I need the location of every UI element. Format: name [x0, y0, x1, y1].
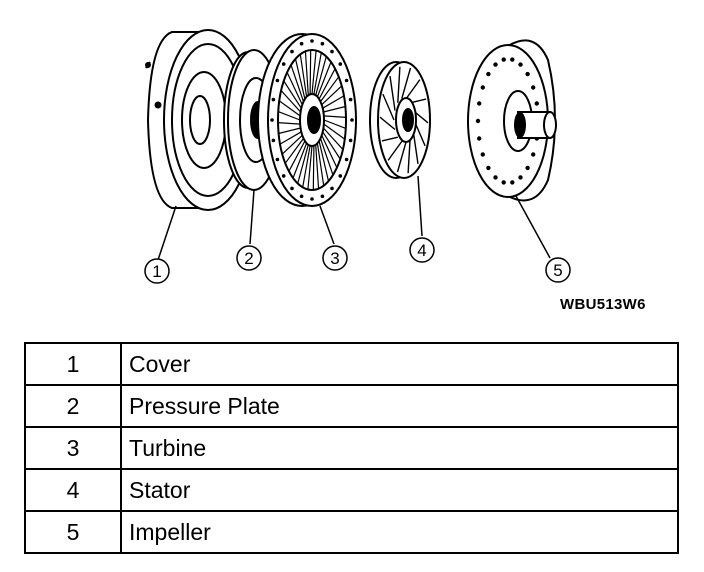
rivet-dot	[518, 62, 522, 66]
rivet-dot	[477, 136, 481, 140]
rivet-dot	[481, 85, 485, 89]
rivet-dot	[339, 62, 343, 66]
svg-text:1: 1	[152, 262, 161, 281]
figure-code: WBU513W6	[560, 296, 646, 313]
rivet-dot	[321, 42, 325, 46]
rivet-dot	[330, 187, 334, 191]
torque-converter-exploded-view: 1 2 3 4 5	[0, 0, 704, 330]
svg-text:2: 2	[244, 249, 253, 268]
part-number: 1	[25, 343, 121, 385]
rivet-dot	[276, 79, 280, 83]
rivet-dot	[518, 175, 522, 179]
rivet-dot	[272, 98, 276, 102]
rivet-dot	[477, 101, 481, 105]
svg-text:5: 5	[553, 261, 562, 280]
rivet-dot	[330, 50, 334, 54]
rivet-dot	[502, 180, 506, 184]
svg-text:4: 4	[417, 241, 426, 260]
part-name: Pressure Plate	[121, 385, 678, 427]
rivet-dot	[531, 152, 535, 156]
rivet-dot	[272, 139, 276, 143]
svg-text:3: 3	[330, 249, 339, 268]
callout-2: 2	[237, 246, 261, 270]
vane-line	[313, 146, 314, 190]
rivet-dot	[510, 57, 514, 61]
rivet-dot	[310, 197, 314, 201]
rivet-dot	[481, 152, 485, 156]
part-name: Stator	[121, 469, 678, 511]
rivet-dot	[290, 187, 294, 191]
table-row: 1 Cover	[25, 343, 678, 385]
rivet-dot	[339, 174, 343, 178]
turbine-part	[258, 34, 356, 206]
rivet-dot	[476, 119, 480, 123]
rivet-dot	[321, 195, 325, 199]
rivet-dot	[350, 118, 354, 122]
rivet-dot	[349, 139, 353, 143]
rivet-dot	[276, 158, 280, 162]
table-row: 5 Impeller	[25, 511, 678, 553]
rivet-dot	[290, 50, 294, 54]
stator-part	[370, 62, 430, 178]
rivet-dot	[493, 62, 497, 66]
parts-legend-table: 1 Cover 2 Pressure Plate 3 Turbine 4 Sta…	[24, 342, 679, 554]
rivet-dot	[300, 42, 304, 46]
rivet-dot	[502, 57, 506, 61]
rivet-dot	[531, 85, 535, 89]
table-row: 2 Pressure Plate	[25, 385, 678, 427]
callout-1: 1	[145, 259, 169, 283]
rivet-dot	[493, 175, 497, 179]
rivet-dot	[345, 79, 349, 83]
vane-line	[310, 50, 311, 94]
rivet-dot	[525, 72, 529, 76]
table-row: 3 Turbine	[25, 427, 678, 469]
table-row: 4 Stator	[25, 469, 678, 511]
rivet-dot	[310, 39, 314, 43]
callout-4: 4	[410, 238, 434, 262]
part-number: 5	[25, 511, 121, 553]
rivet-dot	[270, 118, 274, 122]
part-number: 3	[25, 427, 121, 469]
rivet-dot	[535, 101, 539, 105]
part-name: Impeller	[121, 511, 678, 553]
part-number: 4	[25, 469, 121, 511]
rivet-dot	[486, 166, 490, 170]
rivet-dot	[282, 62, 286, 66]
rivet-dot	[282, 174, 286, 178]
part-number: 2	[25, 385, 121, 427]
callout-5: 5	[546, 258, 570, 282]
rivet-dot	[510, 180, 514, 184]
part-name: Turbine	[121, 427, 678, 469]
rivet-dot	[525, 166, 529, 170]
rivet-dot	[349, 98, 353, 102]
impeller-part	[468, 40, 556, 200]
part-name: Cover	[121, 343, 678, 385]
rivet-dot	[300, 195, 304, 199]
rivet-dot	[345, 158, 349, 162]
rivet-dot	[486, 72, 490, 76]
callout-3: 3	[323, 246, 347, 270]
